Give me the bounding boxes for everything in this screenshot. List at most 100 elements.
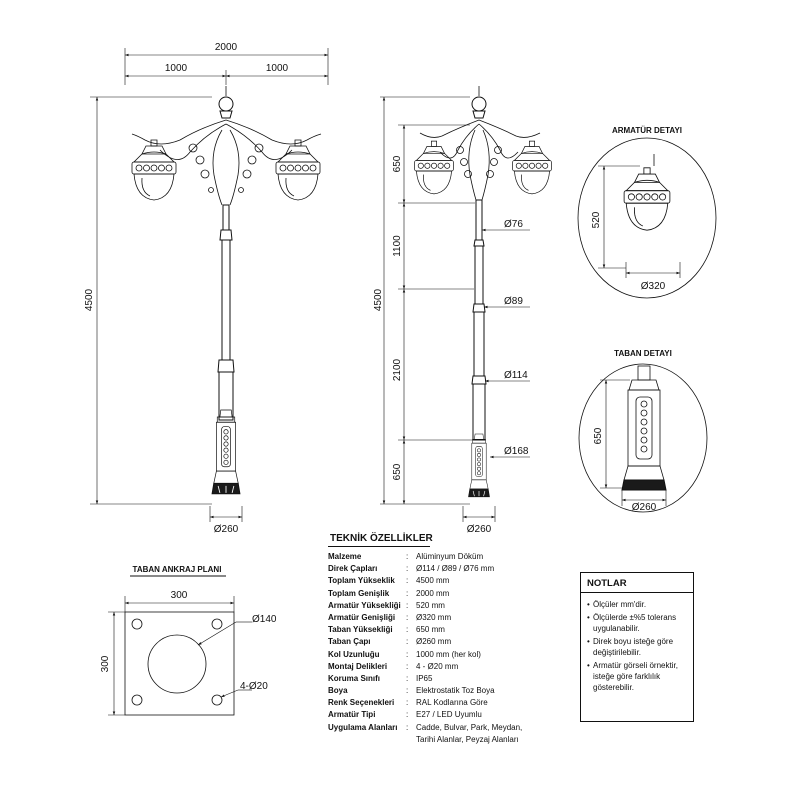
side-mid-dim: 2100 [392, 358, 403, 381]
spec-value: E27 / LED Uyumlu [416, 710, 482, 720]
spec-value: Ø320 mm [416, 612, 452, 622]
spec-row: Kol Uzunluğu:1000 mm (her kol) [328, 649, 568, 661]
spec-row: Taban Çapı: Ø260 mm [328, 636, 568, 648]
spec-label: Toplam Yükseklik [328, 576, 395, 586]
spec-label: Toplam Genişlik [328, 588, 390, 598]
note-text: Ölçüler mm'dir. [593, 600, 647, 609]
spec-row: Montaj Delikleri:4 - Ø20 mm [328, 661, 568, 673]
front-width-total-dim: 2000 [215, 42, 238, 53]
note-bullet: • [587, 661, 590, 670]
bolt-holes [131, 618, 223, 706]
note-bullet: • [587, 613, 590, 622]
notes-list: •Ölçüler mm'dir.•Ölçülerde ±%5 tolerans … [587, 599, 687, 693]
pole-shaft [217, 204, 235, 421]
spec-row: Malzeme: Alüminyum Döküm [328, 551, 568, 563]
note-item: •Armatür görseli örnektir, isteğe göre f… [587, 660, 687, 693]
spec-value: 1000 mm (her kol) [416, 649, 481, 659]
spec-value: Ø260 mm [416, 637, 452, 647]
front-base-dia-dim: Ø260 [214, 524, 239, 535]
pole-finial [218, 86, 234, 119]
spec-colon: : [406, 625, 409, 635]
spec-colon: : [406, 710, 409, 720]
spec-colon: : [406, 698, 409, 708]
side-dia-mid: Ø89 [504, 296, 523, 307]
spec-colon: : [406, 637, 409, 647]
anchor-width-dim: 300 [171, 590, 188, 601]
side-view: 4500 650 1100 2100 650 Ø76 Ø89 Ø114 Ø168… [373, 86, 552, 535]
spec-row: Koruma Sınıfı:IP65 [328, 673, 568, 685]
note-bullet: • [587, 600, 590, 609]
spec-label: Taban Çapı [328, 637, 371, 647]
spec-label: Armatür Yüksekliği [328, 600, 401, 610]
side-dia-low: Ø114 [504, 370, 528, 381]
anchor-height-dim: 300 [100, 655, 111, 672]
note-bullet: • [587, 637, 590, 646]
note-item: •Direk boyu isteğe göre değiştirilebilir… [587, 636, 687, 658]
spec-row: Armatür Tipi: E27 / LED Uyumlu [328, 709, 568, 721]
note-item: •Ölçülerde ±%5 tolerans uygulanabilir. [587, 612, 687, 634]
spec-colon: : [406, 649, 409, 659]
front-base [211, 409, 241, 495]
luminaire-detail-title: ARMATÜR DETAYI [612, 126, 682, 135]
notes-title: NOTLAR [587, 578, 627, 589]
side-base [468, 433, 490, 498]
spec-label: Armatür Tipi [328, 710, 376, 720]
spec-colon [406, 734, 416, 746]
spec-label: Montaj Delikleri [328, 661, 388, 671]
side-dia-base: Ø168 [504, 446, 529, 457]
front-height-dim: 4500 [84, 288, 95, 311]
spec-row: Armatür Yüksekliği:520 mm [328, 600, 568, 612]
spec-label: Malzeme [328, 552, 362, 561]
spec-table: TEKNİK ÖZELLİKLER Malzeme:Alüminyum Dökü… [328, 533, 568, 746]
base-detail-height-dim: 650 [593, 427, 604, 444]
spec-colon: : [406, 576, 409, 586]
note-text: Direk boyu isteğe göre değiştirilebilir. [593, 637, 674, 657]
notes-divider [581, 592, 693, 593]
front-width-left-dim: 1000 [165, 63, 188, 74]
luminaire-height-dim: 520 [591, 211, 602, 228]
front-view: 2000 1000 1000 4500 [84, 42, 329, 535]
spec-row: Taban Yüksekliği:650 mm [328, 624, 568, 636]
spec-colon: : [406, 686, 409, 696]
base-detail: TABAN DETAYI 650 Ø260 [578, 349, 708, 513]
side-dia-top: Ø76 [504, 219, 523, 230]
spec-label [328, 734, 406, 746]
anchor-plan: TABAN ANKRAJ PLANI 300 300 Ø140 4-Ø20 [100, 565, 277, 716]
spec-value: Tarihi Alanlar, Peyzaj Alanları [416, 734, 519, 744]
side-foot-dia-dim: Ø260 [467, 524, 492, 535]
side-left-lantern [414, 140, 454, 195]
front-width-right-dim: 1000 [266, 63, 289, 74]
spec-row: Toplam Yükseklik:4500 mm [328, 575, 568, 587]
note-text: Armatür görseli örnektir, isteğe göre fa… [593, 661, 678, 692]
notes-box: NOTLAR •Ölçüler mm'dir.•Ölçülerde ±%5 to… [580, 572, 694, 722]
side-base-dim: 650 [392, 463, 403, 480]
note-item: •Ölçüler mm'dir. [587, 599, 687, 610]
spec-row: Boya:Elektrostatik Toz Boya [328, 685, 568, 697]
spec-value: Cadde, Bulvar, Park, Meydan, [416, 722, 523, 732]
spec-row: Tarihi Alanlar, Peyzaj Alanları [328, 734, 568, 746]
spec-label: Kol Uzunluğu [328, 649, 380, 659]
anchor-plan-title: TABAN ANKRAJ PLANI [133, 565, 222, 574]
spec-value: Alüminyum Döküm [416, 552, 484, 561]
note-text: Ölçülerde ±%5 tolerans uygulanabilir. [593, 613, 677, 633]
spec-divider [328, 546, 430, 547]
spec-colon: : [406, 588, 409, 598]
spec-colon: : [406, 722, 409, 732]
center-hole [147, 634, 207, 694]
spec-row: Uygulama Alanları:Cadde, Bulvar, Park, M… [328, 722, 568, 734]
spec-label: Direk Çapları [328, 564, 378, 574]
spec-value: 520 mm [416, 600, 445, 610]
decorative-arms [131, 119, 322, 206]
anchor-plate [124, 611, 235, 716]
spec-value: 4500 mm [416, 576, 450, 586]
luminaire-detail: ARMATÜR DETAYI 520 Ø320 [577, 126, 717, 299]
base-detail-shape [621, 365, 667, 491]
spec-row: Renk Seçenekleri:RAL Kodlarına Göre [328, 697, 568, 709]
spec-value: Elektrostatik Toz Boya [416, 686, 495, 696]
spec-colon: : [406, 552, 409, 561]
spec-label: Taban Yüksekliği [328, 625, 393, 635]
right-lantern [275, 139, 321, 201]
left-lantern [131, 139, 177, 201]
